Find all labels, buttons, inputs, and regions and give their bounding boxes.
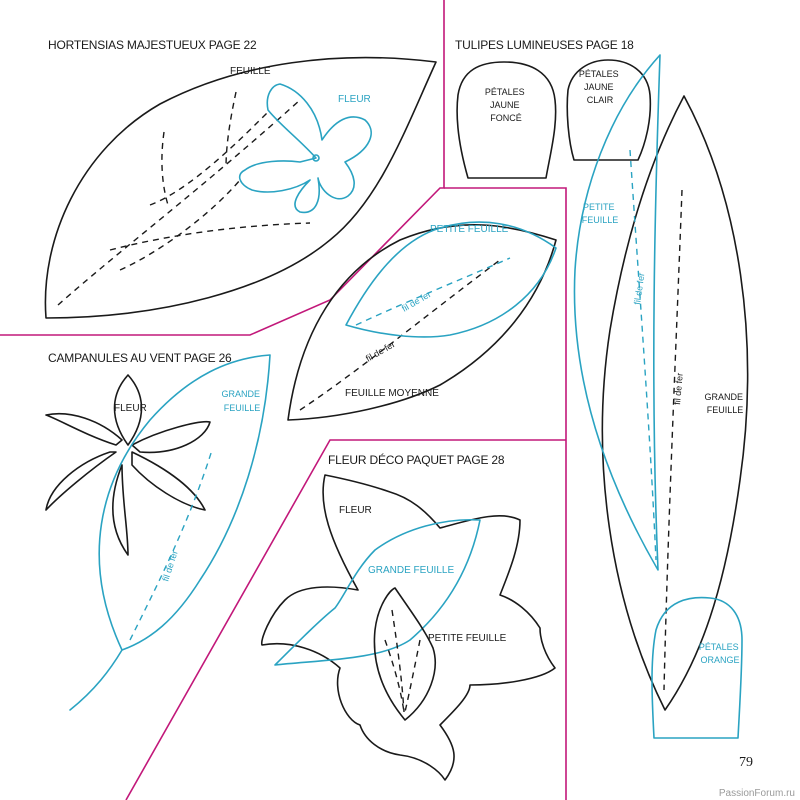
- hortensias-title: HORTENSIAS MAJESTUEUX PAGE 22: [48, 38, 257, 52]
- tulipe-grande-feuille: [601, 95, 749, 711]
- petite-feuille-label: PETITE FEUILLE: [430, 224, 509, 235]
- hortensias-vein-2: [109, 222, 311, 251]
- tulipe-fil-de-fer-teal: fil de fer: [632, 272, 646, 305]
- fleur-deco-vein-1: [391, 609, 405, 713]
- tulipe-orange-label: PÉTALES ORANGE: [699, 642, 741, 665]
- middle-fil-de-fer-teal: fil de fer: [400, 289, 433, 314]
- fleur-deco-grande-feuille: [274, 518, 481, 666]
- campanules-section: CAMPANULES AU VENT PAGE 26 FLEUR GRANDE …: [45, 351, 271, 711]
- feuille-moyenne-label: FEUILLE MOYENNE: [345, 388, 439, 399]
- hortensias-leaf-vein: [57, 99, 301, 306]
- hortensias-vein-6: [119, 179, 241, 271]
- campanule-flower: [45, 374, 211, 556]
- tulipe-petale-orange: [651, 596, 743, 739]
- campanule-grande-feuille: [98, 354, 271, 651]
- campanules-title: CAMPANULES AU VENT PAGE 26: [48, 351, 232, 365]
- petite-feuille-middle: [345, 221, 557, 338]
- fleur-deco-petite-feuille-label: PETITE FEUILLE: [428, 633, 507, 644]
- section-dividers: [0, 0, 567, 800]
- tulipe-fonce-label: PÉTALES JAUNE FONCÉ: [485, 87, 527, 123]
- tulipe-petite-feuille-label: PETITE FEUILLE: [582, 202, 619, 225]
- fleur-deco-grande-feuille-label: GRANDE FEUILLE: [368, 565, 454, 576]
- fleur-deco-vein-2: [384, 639, 405, 713]
- campanule-stem: [69, 649, 123, 711]
- hortensias-vein-4: [225, 91, 237, 169]
- tulipe-grande-feuille-label: GRANDE FEUILLE: [704, 392, 745, 415]
- fleur-deco-section: FLEUR DÉCO PAQUET PAGE 28 FLEUR GRANDE F…: [261, 452, 556, 781]
- hortensias-section: HORTENSIAS MAJESTUEUX PAGE 22 FEUILLE FL…: [44, 38, 437, 319]
- tulipes-section: TULIPES LUMINEUSES PAGE 18 PÉTALES JAUNE…: [455, 38, 749, 739]
- tulipe-petite-vein: [629, 149, 657, 561]
- campanule-fil-de-fer: fil de fer: [160, 549, 179, 583]
- hortensias-fleur-label: FLEUR: [338, 94, 371, 105]
- tulipe-fil-de-fer: fil de fer: [672, 372, 685, 405]
- middle-leaves-section: PETITE FEUILLE FEUILLE MOYENNE fil de fe…: [287, 221, 557, 421]
- campanule-fleur-label: FLEUR: [114, 403, 147, 414]
- fleur-deco-vein-3: [404, 639, 421, 713]
- hortensias-flower: [238, 83, 372, 214]
- hortensias-flower-center: [312, 154, 320, 162]
- tulipe-petite-feuille: [573, 54, 661, 571]
- watermark: PassionForum.ru: [719, 788, 795, 799]
- hortensias-vein-3: [161, 131, 169, 206]
- fleur-deco-petite-feuille: [373, 587, 436, 721]
- tulipe-clair-label: PÉTALES JAUNE CLAIR: [579, 69, 621, 105]
- hortensias-feuille-label: FEUILLE: [230, 66, 271, 77]
- fleur-deco-title: FLEUR DÉCO PAQUET PAGE 28: [328, 452, 505, 467]
- feuille-moyenne-vein: [299, 259, 501, 411]
- fleur-deco-fleur-label: FLEUR: [339, 505, 372, 516]
- tulipe-petal-fonce: [456, 61, 557, 179]
- tulipe-grande-vein: [663, 189, 683, 691]
- tulipes-title: TULIPES LUMINEUSES PAGE 18: [455, 38, 634, 52]
- petite-feuille-vein: [355, 257, 511, 326]
- middle-fil-de-fer: fil de fer: [364, 339, 397, 364]
- tulipe-petal-clair: [566, 59, 652, 161]
- fleur-deco-flower: [261, 474, 556, 781]
- campanule-grande-feuille-label: GRANDE FEUILLE: [221, 389, 262, 413]
- hortensias-vein-5: [149, 109, 271, 206]
- campanule-feuille-vein: [129, 449, 213, 641]
- hortensias-leaf: [44, 56, 437, 319]
- feuille-moyenne: [287, 224, 557, 421]
- page-number: 79: [739, 755, 753, 770]
